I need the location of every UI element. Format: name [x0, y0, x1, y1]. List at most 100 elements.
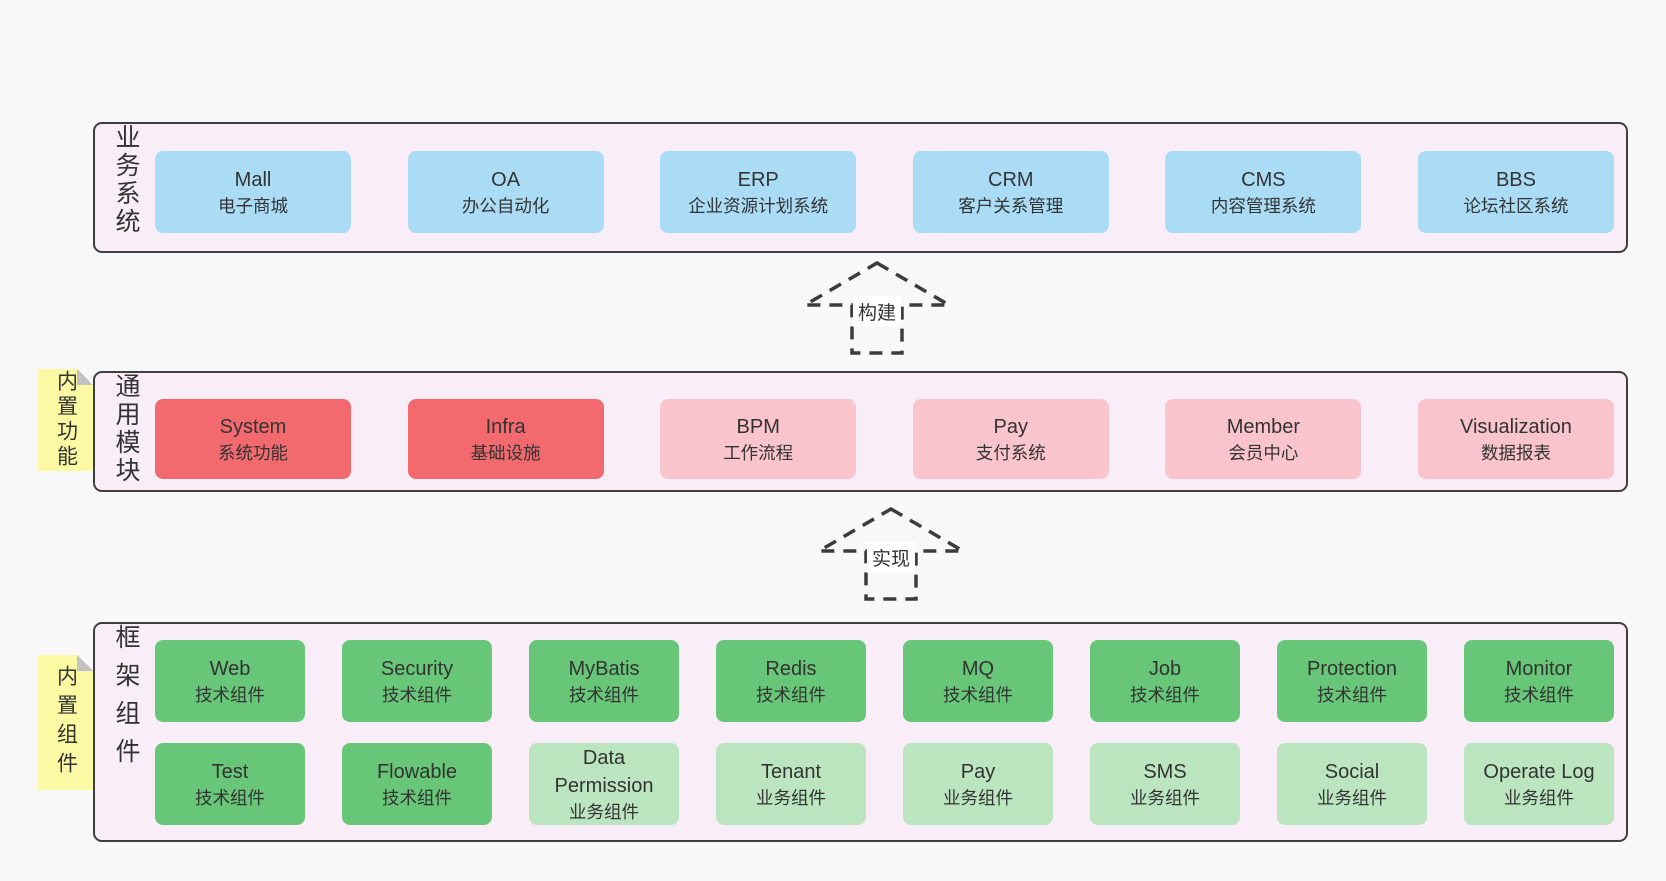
box-desc: 客户关系管理: [958, 195, 1064, 216]
box-desc: 业务组件: [756, 787, 826, 808]
box-desc: 技术组件: [756, 684, 826, 705]
box-name: Web: [209, 657, 251, 680]
box-name: OA: [491, 168, 521, 191]
box-visualization: Visualization 数据报表: [1417, 399, 1614, 479]
box-cms: CMS 内容管理系统: [1165, 151, 1362, 233]
box-job: Job 技术组件: [1090, 640, 1240, 722]
box-tenant: Tenant 业务组件: [716, 743, 866, 825]
box-desc: 会员中心: [1228, 442, 1299, 463]
box-desc: 业务组件: [943, 787, 1013, 808]
band-label-framework-components: 框架组件: [112, 624, 140, 776]
folded-corner-icon: [77, 655, 93, 671]
sticky-note-builtin-components: 内置组件: [38, 655, 93, 790]
box-name: SMS: [1143, 760, 1187, 783]
box-operate-log: Operate Log 业务组件: [1464, 743, 1614, 825]
box-flowable: Flowable 技术组件: [342, 743, 492, 825]
box-test: Test 技术组件: [155, 743, 305, 825]
box-sms: SMS 业务组件: [1090, 743, 1240, 825]
box-crm: CRM 客户关系管理: [912, 151, 1109, 233]
arrow-build-label: 构建: [852, 296, 902, 327]
box-name: Monitor: [1505, 657, 1573, 680]
box-name: Visualization: [1460, 415, 1572, 438]
box-desc: 数据报表: [1480, 442, 1551, 463]
folded-corner-icon: [77, 369, 93, 385]
box-desc: 技术组件: [382, 684, 452, 705]
box-mq: MQ 技术组件: [903, 640, 1053, 722]
box-name: BBS: [1495, 168, 1536, 191]
box-name: Member: [1226, 415, 1301, 438]
arrow-implement-label: 实现: [866, 542, 916, 573]
box-desc: 支付系统: [975, 442, 1046, 463]
box-infra: Infra 基础设施: [407, 399, 604, 479]
box-name: CMS: [1241, 168, 1286, 191]
band-label-common-modules: 通用模块: [112, 373, 140, 485]
box-desc: 业务组件: [1504, 787, 1574, 808]
box-desc: 技术组件: [1504, 684, 1574, 705]
box-name: MQ: [961, 657, 995, 680]
box-security: Security 技术组件: [342, 640, 492, 722]
box-name: CRM: [988, 168, 1034, 191]
box-desc: 办公自动化: [461, 195, 550, 216]
box-member: Member 会员中心: [1165, 399, 1362, 479]
box-name: Protection: [1306, 657, 1398, 680]
box-name: Infra: [485, 415, 526, 438]
box-desc: 技术组件: [1130, 684, 1200, 705]
box-desc: 业务组件: [1317, 787, 1387, 808]
arrow-up-build: 构建: [802, 260, 952, 356]
box-name: Pay: [993, 415, 1029, 438]
box-redis: Redis 技术组件: [716, 640, 866, 722]
box-desc: 技术组件: [1317, 684, 1387, 705]
box-desc: 技术组件: [195, 787, 265, 808]
box-name: Redis: [765, 657, 817, 680]
box-desc: 系统功能: [218, 442, 288, 463]
sticky-note-text: 内置组件: [54, 664, 78, 781]
box-desc: 工作流程: [723, 442, 794, 463]
box-name: Data Permission: [554, 746, 654, 797]
box-name: Mall: [234, 168, 272, 191]
sticky-note-builtin-features: 内置功能: [38, 369, 93, 471]
box-oa: OA 办公自动化: [407, 151, 604, 233]
box-desc: 技术组件: [569, 684, 639, 705]
box-desc: 内容管理系统: [1210, 195, 1316, 216]
box-desc: 技术组件: [195, 684, 265, 705]
box-name: Job: [1148, 657, 1182, 680]
box-name: Pay: [960, 760, 996, 783]
box-name: Operate Log: [1483, 760, 1595, 783]
box-bbs: BBS 论坛社区系统: [1417, 151, 1614, 233]
box-monitor: Monitor 技术组件: [1464, 640, 1614, 722]
arrow-up-implement: 实现: [816, 506, 966, 602]
box-name: Social: [1324, 760, 1380, 783]
box-web: Web 技术组件: [155, 640, 305, 722]
sticky-note-text: 内置功能: [54, 370, 78, 470]
box-desc: 业务组件: [1130, 787, 1200, 808]
box-desc: 电子商城: [218, 195, 288, 216]
box-mybatis: MyBatis 技术组件: [529, 640, 679, 722]
box-name: Flowable: [376, 760, 458, 783]
box-data-permission: Data Permission 业务组件: [529, 743, 679, 825]
box-mall: Mall 电子商城: [155, 151, 351, 233]
box-name: MyBatis: [568, 657, 640, 680]
box-desc: 业务组件: [569, 801, 639, 822]
band-label-business-systems: 业务系统: [112, 124, 140, 236]
box-social: Social 业务组件: [1277, 743, 1427, 825]
box-pay: Pay 业务组件: [903, 743, 1053, 825]
box-name: ERP: [737, 168, 779, 191]
box-name: Security: [380, 657, 454, 680]
box-name: Test: [211, 760, 249, 783]
box-name: Tenant: [760, 760, 822, 783]
box-desc: 技术组件: [943, 684, 1013, 705]
box-desc: 技术组件: [382, 787, 452, 808]
box-name: BPM: [736, 415, 780, 438]
box-desc: 基础设施: [470, 442, 541, 463]
box-desc: 论坛社区系统: [1463, 195, 1569, 216]
box-pay: Pay 支付系统: [912, 399, 1109, 479]
